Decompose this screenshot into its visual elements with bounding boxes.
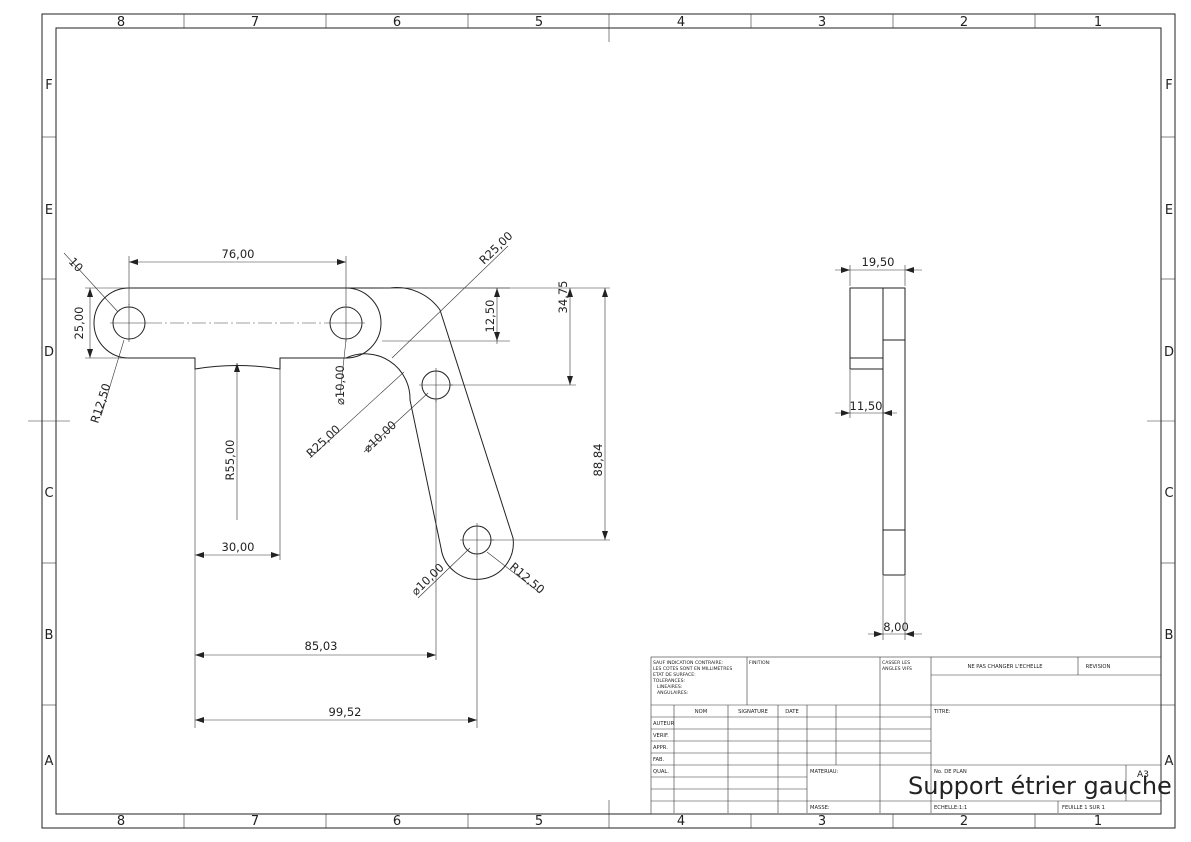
slot-end-arc <box>345 287 382 359</box>
zone-labels-bottom: 8 7 6 5 4 3 2 1 <box>117 814 1102 829</box>
format-label: A3 <box>1137 770 1149 780</box>
zone-top-3: 6 <box>393 15 401 30</box>
note-line-6: ANGULAIRES: <box>657 690 689 696</box>
zone-right-e: E <box>1165 203 1173 218</box>
inner-border <box>55 27 1162 815</box>
zone-top-5: 4 <box>677 15 685 30</box>
dim-r12-bottom: R12,50 <box>507 560 547 597</box>
row-appr: APPR. <box>653 745 668 751</box>
titre-label: TITRE: <box>933 709 951 715</box>
zone-bottom-4: 5 <box>535 814 543 829</box>
zone-bottom-6: 3 <box>818 814 826 829</box>
feuille-label: FEUILLE 1 SUR 1 <box>1062 805 1105 811</box>
zone-top-2: 7 <box>251 15 259 30</box>
dim-r55: R55,00 <box>223 440 237 481</box>
note-line-3: ETAT DE SURFACE: <box>653 672 696 678</box>
dim-r12-left: R12,50 <box>88 382 114 425</box>
col-date: DATE <box>785 709 799 715</box>
dim-dia-middle: ⌀10,00 <box>333 365 347 405</box>
casser-line-1: CASSER LES <box>882 660 910 666</box>
zone-right-d: D <box>1164 345 1174 360</box>
zone-left-c: C <box>44 486 53 501</box>
side-dimension-lines <box>835 265 922 640</box>
dim-10: 10 <box>66 254 86 274</box>
zone-left-e: E <box>45 203 53 218</box>
echelle-label: ECHELLE:1:1 <box>934 805 967 811</box>
no-scale-note: NE PAS CHANGER L'ECHELLE <box>967 664 1042 670</box>
zone-right-a: A <box>1165 754 1174 769</box>
row-fab: FAB. <box>653 757 665 763</box>
dim-85-03: 85,03 <box>305 639 338 653</box>
note-line-5: LINEAIRES: <box>657 684 683 690</box>
zone-top-7: 2 <box>960 15 968 30</box>
zone-bottom-8: 1 <box>1094 814 1102 829</box>
zone-left-d: D <box>44 345 54 360</box>
zone-labels-left: F E D C B A <box>44 78 54 769</box>
side-arrowheads <box>841 267 914 637</box>
dim-34-75: 34,75 <box>556 281 570 314</box>
zone-left-b: B <box>45 628 54 643</box>
row-auteur: AUTEUR <box>653 721 675 727</box>
side-body <box>882 287 906 576</box>
outer-border <box>41 13 1176 829</box>
zone-top-1: 8 <box>117 15 125 30</box>
zone-top-6: 3 <box>818 15 826 30</box>
zone-top-8: 1 <box>1094 15 1102 30</box>
zone-labels-right: F E D C B A <box>1164 78 1174 769</box>
zone-bottom-7: 2 <box>960 814 968 829</box>
front-view-outline <box>93 287 514 580</box>
note-line-4: TOLERANCES: <box>652 678 685 684</box>
side-view <box>849 287 906 576</box>
dim-r25-inner: R25,00 <box>303 422 342 460</box>
dim-30: 30,00 <box>222 540 255 554</box>
zone-top-4: 5 <box>535 15 543 30</box>
dim-12-50: 12,50 <box>483 300 497 333</box>
zone-left-a: A <box>45 754 54 769</box>
note-line-1: SAUF INDICATION CONTRAIRE: <box>653 660 724 666</box>
dim-dia-arm: ⌀10,00 <box>360 418 399 455</box>
zone-bottom-3: 6 <box>393 814 401 829</box>
zone-left-f: F <box>45 78 52 93</box>
col-nom: NOM <box>695 709 707 715</box>
title-block-notes: SAUF INDICATION CONTRAIRE: LES COTES SON… <box>652 660 732 696</box>
dim-8: 8,00 <box>883 620 909 634</box>
masse-label: MASSE: <box>810 805 830 811</box>
title-block-grid <box>650 656 1162 815</box>
zone-bottom-5: 4 <box>677 814 685 829</box>
zone-bottom-2: 7 <box>251 814 259 829</box>
drawing-title: Support étrier gauche <box>908 772 1172 800</box>
zone-ticks <box>28 14 1175 828</box>
part-outline <box>93 287 514 580</box>
dim-r25-top: R25,00 <box>476 229 515 267</box>
plan-label: No. DE PLAN <box>934 769 967 775</box>
front-dimension-lines <box>63 245 610 728</box>
dim-88-84: 88,84 <box>591 444 605 477</box>
arrowheads <box>87 259 608 723</box>
side-flange <box>849 287 884 370</box>
dim-11-50: 11,50 <box>850 399 883 413</box>
materiau-label: MATERIAU: <box>810 769 839 775</box>
col-signature: SIGNATURE <box>738 709 768 715</box>
row-verif: VERIF. <box>653 733 669 739</box>
zone-right-b: B <box>1165 628 1174 643</box>
dim-76: 76,00 <box>222 247 255 261</box>
dim-25: 25,00 <box>72 307 86 340</box>
zone-labels-top: 8 7 6 5 4 3 2 1 <box>117 15 1102 30</box>
revision-label: REVISION <box>1086 664 1111 670</box>
dim-99-52: 99,52 <box>329 705 362 719</box>
center-marks <box>110 304 494 557</box>
casser-line-2: ANGLES VIFS <box>882 666 912 672</box>
zone-right-f: F <box>1165 78 1172 93</box>
dim-19-50: 19,50 <box>862 255 895 269</box>
zone-right-c: C <box>1164 486 1173 501</box>
zone-bottom-1: 8 <box>117 814 125 829</box>
row-qual: QUAL. <box>653 769 669 775</box>
note-line-2: LES COTES SONT EN MILLIMETRES <box>653 666 732 672</box>
dim-dia-bottom: ⌀10,00 <box>408 560 446 598</box>
finition-label: FINITION: <box>749 660 771 666</box>
